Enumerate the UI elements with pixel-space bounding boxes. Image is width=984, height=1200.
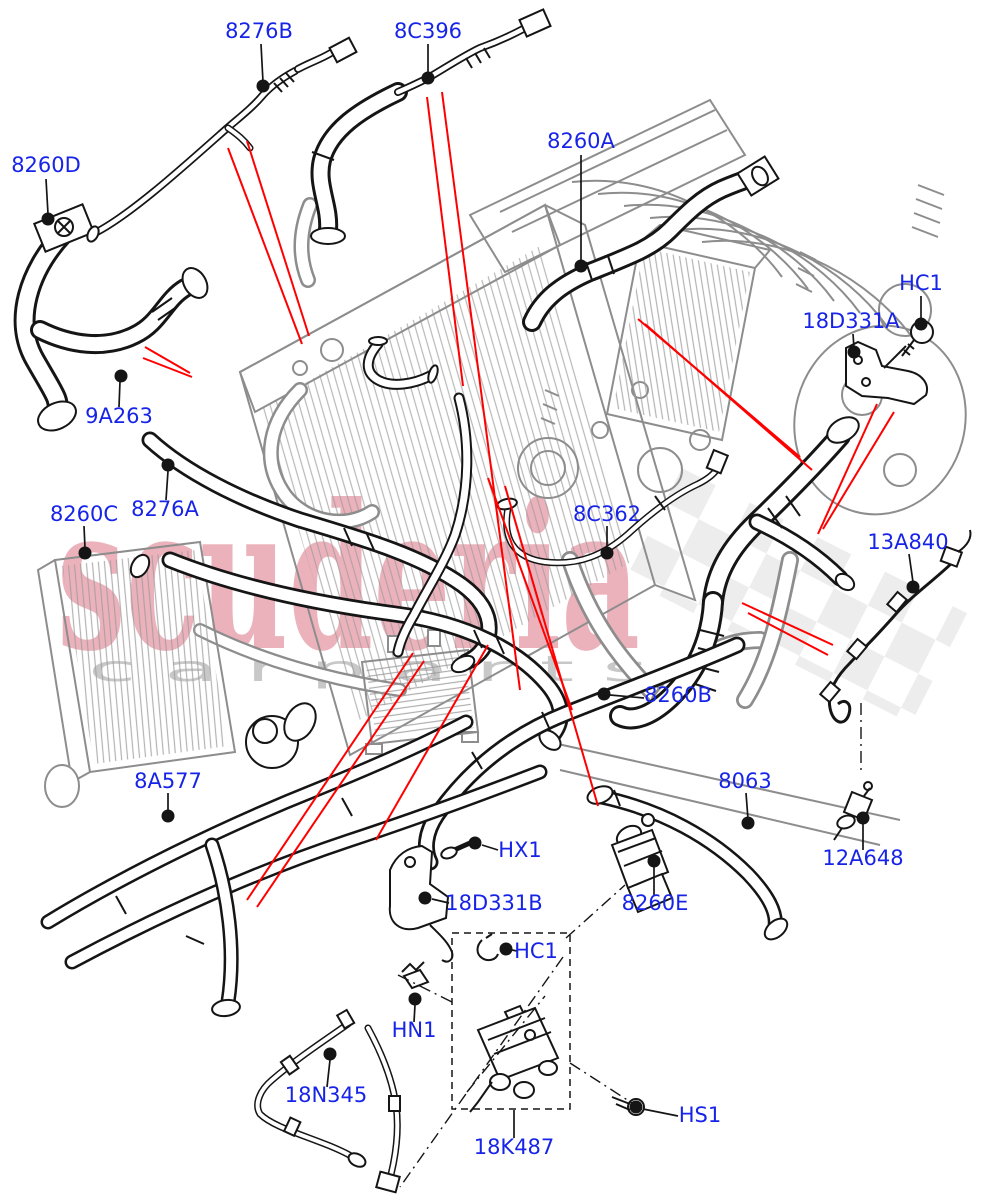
part-18D331B-bracket xyxy=(388,844,454,963)
part-18K487-valve xyxy=(469,1004,560,1113)
callout-label-18K487[interactable]: 18K487 xyxy=(474,1135,555,1159)
callout-label-8063[interactable]: 8063 xyxy=(718,769,771,793)
checkered-flag xyxy=(625,468,968,724)
part-9A263-elbow xyxy=(368,336,439,384)
part-8063-hose xyxy=(586,785,789,941)
callout-labels: 8276B 8C396 8260D 8260A HC1 18D331A 9A26… xyxy=(11,19,948,1159)
part-18N345-tubes xyxy=(258,1008,401,1194)
part-water-outlet-hoses xyxy=(620,416,860,718)
part-18D331A-bracket xyxy=(845,320,934,406)
part-8260B-hose xyxy=(426,645,737,862)
callout-label-HX1[interactable]: HX1 xyxy=(498,838,542,862)
part-8276B-pipe xyxy=(86,36,358,243)
callout-label-8C396[interactable]: 8C396 xyxy=(394,19,462,43)
callout-label-HC1-top[interactable]: HC1 xyxy=(899,271,943,295)
callout-label-HC1-box[interactable]: HC1 xyxy=(514,939,558,963)
callout-label-18D331A[interactable]: 18D331A xyxy=(802,309,900,333)
callout-label-8260B[interactable]: 8260B xyxy=(644,683,712,707)
callout-label-18D331B[interactable]: 18D331B xyxy=(445,891,542,915)
part-8260C-hose xyxy=(129,552,564,751)
part-13A840-harness xyxy=(818,529,972,724)
callout-label-8C362[interactable]: 8C362 xyxy=(573,502,641,526)
callout-label-8260D[interactable]: 8260D xyxy=(11,153,81,177)
callout-label-8A577[interactable]: 8A577 xyxy=(134,769,202,793)
part-8276A-hose xyxy=(150,440,489,674)
callout-label-9A263[interactable]: 9A263 xyxy=(85,404,153,428)
part-HC1-clip-lower xyxy=(476,933,499,962)
callout-label-8260E[interactable]: 8260E xyxy=(622,891,689,915)
part-8C396-pipe xyxy=(310,8,552,245)
callout-label-8276A[interactable]: 8276A xyxy=(131,497,199,521)
part-8260D-hose xyxy=(25,203,209,432)
callout-label-HS1[interactable]: HS1 xyxy=(679,1103,721,1127)
callout-leaders xyxy=(41,43,928,1138)
callout-label-12A648[interactable]: 12A648 xyxy=(822,846,903,870)
callout-label-8260C[interactable]: 8260C xyxy=(50,502,118,526)
callout-label-18N345[interactable]: 18N345 xyxy=(285,1083,368,1107)
callout-label-13A840[interactable]: 13A840 xyxy=(867,530,948,554)
part-12A648-sensor xyxy=(833,781,874,841)
callout-label-8260A[interactable]: 8260A xyxy=(547,129,615,153)
part-HX1-bolt xyxy=(440,840,472,860)
part-8A577-hoses xyxy=(48,702,540,1018)
part-HN1-nut xyxy=(401,961,430,990)
red-locator-lines xyxy=(142,91,895,908)
assembly-box-and-centerlines xyxy=(397,703,862,1188)
callout-label-HN1[interactable]: HN1 xyxy=(392,1018,437,1042)
callout-label-8276B[interactable]: 8276B xyxy=(225,19,293,43)
